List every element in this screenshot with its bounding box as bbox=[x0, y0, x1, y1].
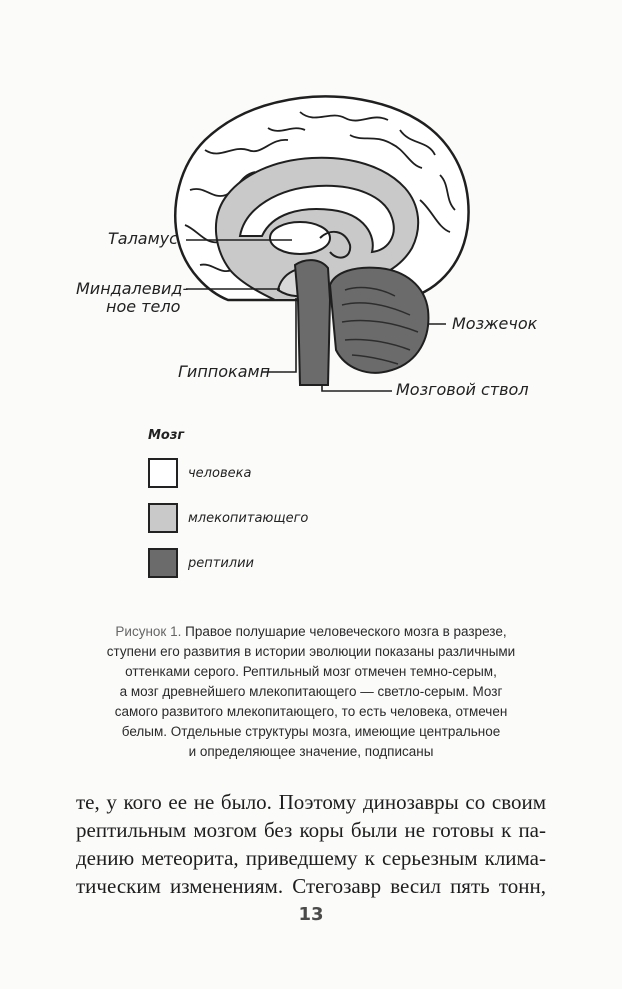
body-text: те, у кого ее не было. Поэтому динозавры… bbox=[76, 788, 546, 900]
label-amygdala-line2: ное тело bbox=[106, 297, 181, 316]
corpus-callosum bbox=[238, 184, 395, 254]
caption-lead: Рисунок 1. bbox=[115, 624, 182, 639]
legend-swatch-mammal bbox=[148, 503, 178, 533]
label-thalamus: Таламус bbox=[108, 229, 178, 248]
legend-item-mammal: млекопитающего bbox=[148, 502, 308, 534]
legend-label-mammal: млекопитающего bbox=[188, 510, 309, 526]
label-pointers bbox=[186, 239, 446, 392]
brainstem-shape bbox=[293, 259, 332, 386]
brain-illustration bbox=[174, 95, 470, 392]
page-number: 13 bbox=[298, 904, 324, 925]
caption-text-1: Правое полушарие человеческого мозга в р… bbox=[185, 624, 507, 639]
caption-line-4: а мозг древнейшего млекопитающего — свет… bbox=[119, 684, 503, 699]
cerebellum-shape bbox=[328, 266, 430, 374]
figure-caption: Рисунок 1. Правое полушарие человеческог… bbox=[60, 622, 562, 762]
legend-item-reptile: рептилии bbox=[148, 547, 308, 579]
legend-swatch-reptile bbox=[148, 548, 178, 578]
caption-line-5: самого развитого млекопитающего, то есть… bbox=[114, 704, 508, 719]
caption-line-6: белым. Отдельные структуры мозга, имеющи… bbox=[121, 724, 501, 739]
legend-label-reptile: рептилии bbox=[188, 555, 254, 571]
legend-title: Мозг bbox=[148, 428, 185, 443]
caption-line-2: ступени его развития в истории эволюции … bbox=[106, 644, 516, 659]
body-line-3: дению метеорита, приведшему к серьезным … bbox=[76, 846, 546, 870]
label-hippocampus: Гиппокамп bbox=[178, 362, 271, 381]
legend: Мозг человека млекопитающего рептилии bbox=[148, 428, 308, 592]
body-line-2: рептильным мозгом без коры были не готов… bbox=[76, 818, 546, 842]
label-amygdala-line1: Миндалевид- bbox=[76, 279, 189, 298]
caption-line-7: и определяющее значение, подписаны bbox=[188, 744, 434, 759]
caption-line-3: оттенками серого. Рептильный мозг отмече… bbox=[125, 664, 497, 679]
cerebellum-folia bbox=[341, 286, 419, 365]
thalamus-shape bbox=[269, 221, 331, 255]
legend-label-human: человека bbox=[188, 465, 252, 481]
body-line-4: тическим изменениям. Стегозавр весил пят… bbox=[76, 874, 546, 898]
label-cerebellum: Мозжечок bbox=[452, 314, 538, 333]
brain-figure: Таламус Миндалевид- ное тело Гиппокамп М… bbox=[0, 0, 622, 420]
legend-swatch-human bbox=[148, 458, 178, 488]
body-line-1: те, у кого ее не было. Поэтому динозавры… bbox=[76, 790, 546, 814]
label-brainstem: Мозговой ствол bbox=[396, 380, 529, 399]
caption-line-1: Рисунок 1. Правое полушарие человеческог… bbox=[60, 622, 562, 642]
legend-item-human: человека bbox=[148, 457, 308, 489]
